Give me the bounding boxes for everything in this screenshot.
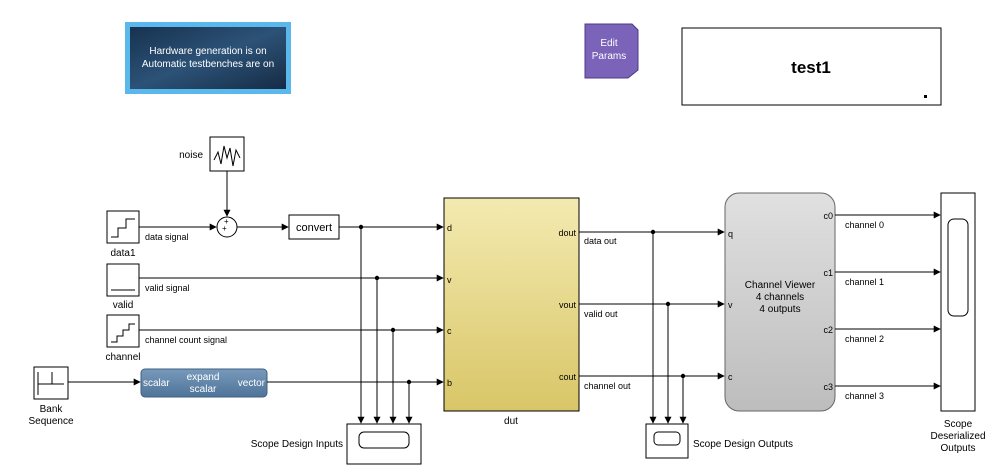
dut-label: dut (504, 416, 518, 427)
dut-port-dout: dout (558, 228, 576, 238)
valid-frame (106, 263, 140, 297)
bank-sequence-block[interactable]: Bank Sequence (28, 366, 74, 427)
junction-dot (390, 327, 396, 333)
bank-sequence-line2: Sequence (28, 416, 73, 427)
dut-frame (443, 197, 580, 412)
signal-label-channel-3: channel 3 (845, 391, 884, 401)
junction-dot (358, 224, 364, 230)
junction-dot (665, 301, 671, 307)
sum-plus-left: + (222, 224, 227, 233)
signal-label-channel-out: channel out (584, 381, 631, 391)
valid-label: valid (113, 300, 134, 311)
banner-panel (130, 27, 286, 89)
expand-line1: expand (187, 372, 220, 383)
channel-viewer-block[interactable]: Channel Viewer 4 channels 4 outputs q v … (724, 192, 836, 412)
data1-block[interactable]: data1 (106, 210, 140, 259)
junction-dot (680, 373, 686, 379)
edit-params-block[interactable]: Edit Params (584, 23, 639, 79)
data1-frame (106, 210, 140, 244)
sequence-icon (37, 372, 64, 385)
scope-design-outputs-block[interactable]: Scope Design Outputs (645, 423, 793, 459)
wire-junctions (358, 224, 686, 385)
dut-port-v: v (447, 275, 452, 285)
signal-labels: data signal valid signal channel count s… (145, 220, 884, 401)
expand-line2: scalar (190, 384, 217, 395)
title-box-marker (924, 95, 927, 98)
signal-label-data: data signal (145, 232, 189, 242)
junction-dot (374, 275, 380, 281)
viewer-port-c1: c1 (823, 268, 833, 278)
expand-scalar-block[interactable]: scalar expand scalar vector (140, 368, 268, 398)
edit-params-shape (584, 23, 639, 79)
title-box-frame (681, 27, 942, 106)
convert-block[interactable]: convert (288, 214, 340, 240)
channel-label: channel (105, 352, 140, 363)
viewer-line1: Channel Viewer (745, 280, 816, 291)
viewer-port-c: c (728, 372, 733, 382)
signal-label-channel-count: channel count signal (145, 335, 227, 345)
dut-port-cout: cout (559, 372, 577, 382)
data1-label: data1 (110, 248, 135, 259)
signal-label-valid-out: valid out (584, 309, 618, 319)
noise-block[interactable]: noise (179, 136, 245, 172)
channel-viewer-frame (724, 192, 836, 412)
expand-scalar-frame (140, 368, 268, 398)
title-box[interactable]: test1 (681, 27, 942, 106)
signal-label-channel-1: channel 1 (845, 277, 884, 287)
scope-design-inputs-block[interactable]: Scope Design Inputs (251, 423, 422, 465)
noise-label: noise (179, 150, 203, 161)
dut-block[interactable]: d v c b dout vout cout dut (443, 197, 580, 427)
viewer-port-c3: c3 (823, 382, 833, 392)
viewer-line3: 4 outputs (759, 304, 800, 315)
viewer-line2: 4 channels (756, 292, 804, 303)
scope-deser-line1: Scope (944, 419, 973, 430)
title-text: test1 (791, 58, 831, 77)
edit-params-line2: Params (592, 51, 626, 62)
convert-frame (288, 214, 340, 240)
signal-label-data-out: data out (584, 236, 617, 246)
bank-sequence-frame (33, 366, 69, 400)
sum-plus-top: + (224, 217, 229, 226)
viewer-port-c0: c0 (823, 211, 833, 221)
scope-inputs-label: Scope Design Inputs (251, 439, 343, 450)
viewer-port-c2: c2 (823, 325, 833, 335)
scope-deserialized-block[interactable]: Scope Deserialized Outputs (930, 192, 986, 454)
signal-wires (68, 171, 941, 424)
staircase-icon (111, 323, 135, 343)
bank-sequence-line1: Bank (40, 404, 64, 415)
dut-port-b: b (447, 378, 452, 388)
signal-label-channel-2: channel 2 (845, 334, 884, 344)
viewer-port-q: q (728, 229, 733, 239)
valid-block[interactable]: valid (106, 263, 140, 311)
scope-icon (947, 218, 969, 317)
viewer-port-v: v (728, 300, 733, 310)
expand-in-port: scalar (143, 378, 170, 389)
scope-deser-line2: Deserialized (930, 431, 985, 442)
convert-label: convert (296, 222, 332, 234)
signal-label-channel-0: channel 0 (845, 220, 884, 230)
noise-icon (213, 145, 241, 167)
junction-dot (650, 229, 656, 235)
dut-port-c: c (447, 326, 452, 336)
scope-outputs-label: Scope Design Outputs (693, 439, 793, 450)
step-icon (111, 218, 135, 238)
noise-frame (209, 136, 245, 172)
hardware-generation-banner[interactable]: Hardware generation is on Automatic test… (125, 22, 291, 94)
scope-deser-line3: Outputs (940, 443, 975, 454)
dut-port-vout: vout (559, 300, 577, 310)
dut-port-d: d (447, 223, 452, 233)
scope-icon (653, 431, 681, 446)
expand-out-port: vector (238, 378, 266, 389)
banner-line1: Hardware generation is on (149, 46, 266, 57)
channel-block[interactable]: channel (105, 314, 141, 363)
banner-line2: Automatic testbenches are on (142, 59, 274, 70)
junction-dot (406, 379, 412, 385)
scope-outputs-frame (645, 423, 689, 459)
signal-label-valid: valid signal (145, 283, 190, 293)
scope-icon (358, 431, 410, 449)
sum-block[interactable]: + + (216, 216, 238, 238)
edit-params-line1: Edit (600, 38, 617, 49)
